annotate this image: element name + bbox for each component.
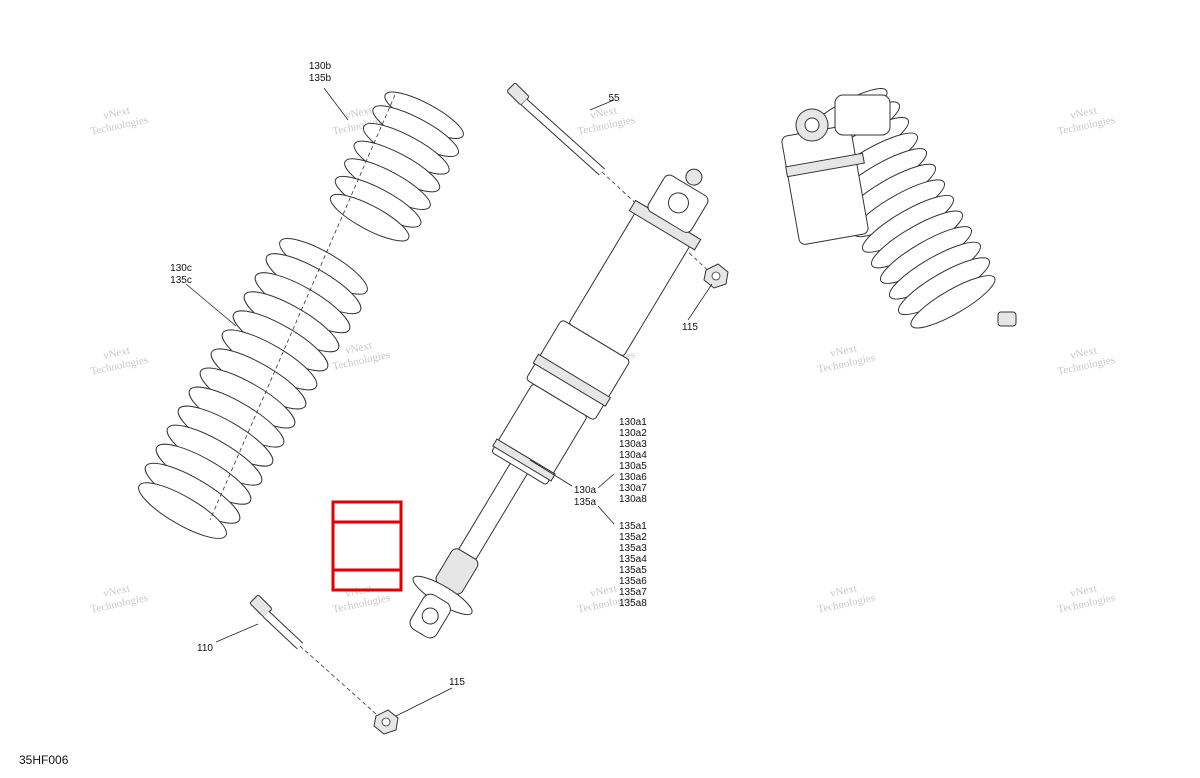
watermark-line-1: vNext — [829, 582, 858, 599]
watermark: vNext Technologies — [89, 104, 149, 137]
watermark-line-1: vNext — [102, 104, 131, 121]
upper-nut — [703, 263, 729, 289]
sub-part-list-135: 135a1 135a2 135a3 135a4 135a5 135a6 135a… — [619, 521, 647, 609]
watermark: vNext Technologies — [1056, 344, 1116, 377]
shock-absorber — [409, 168, 709, 639]
watermark: vNext Technologies — [816, 582, 876, 615]
watermark-line-1: vNext — [344, 339, 373, 356]
callout-label: 130a5 — [619, 461, 647, 472]
watermark-line-1: vNext — [829, 342, 858, 359]
callout-label: 115 — [682, 322, 698, 333]
lower-coil-spring — [138, 238, 368, 539]
callout-label: 130a3 — [619, 439, 647, 450]
callout-label: 135a7 — [619, 587, 647, 598]
upper-mounting-bolt — [507, 83, 606, 176]
lower-nut — [373, 709, 399, 735]
watermark: vNext Technologies — [576, 104, 636, 137]
watermark: vNext Technologies — [89, 344, 149, 377]
sub-part-list-130: 130a1 130a2 130a3 130a4 130a5 130a6 130a… — [619, 417, 647, 505]
assembled-shock-view — [781, 88, 1017, 329]
callout-label: 130a4 — [619, 450, 647, 461]
callout-label: 135a6 — [619, 576, 647, 587]
callout-label: 55 — [608, 93, 620, 104]
callout-label: 135b — [309, 73, 332, 84]
callout-label: 135a — [574, 497, 597, 508]
callout-label: 130b — [309, 61, 332, 72]
callout-label: 130a — [574, 485, 597, 496]
watermark-line-1: vNext — [1069, 344, 1098, 361]
watermark-line-1: vNext — [102, 344, 131, 361]
watermark: vNext Technologies — [331, 582, 391, 615]
watermark: vNext Technologies — [1056, 104, 1116, 137]
watermark-line-1: vNext — [589, 104, 618, 121]
callout-label: 110 — [197, 643, 213, 654]
callout-label: 130c — [170, 263, 192, 274]
callout-label: 135a8 — [619, 598, 647, 609]
callout-label: 130a2 — [619, 428, 647, 439]
upper-coil-spring — [329, 91, 464, 242]
callout-label: 135a3 — [619, 543, 647, 554]
watermark-line-1: vNext — [102, 582, 131, 599]
figure-code: 35HF006 — [19, 753, 69, 767]
watermark-line-1: vNext — [589, 582, 618, 599]
callout-label: 115 — [449, 677, 465, 688]
watermark: vNext Technologies — [1056, 582, 1116, 615]
watermark: vNext Technologies — [816, 342, 876, 375]
watermark-line-1: vNext — [344, 104, 373, 121]
watermark: vNext Technologies — [89, 582, 149, 615]
watermark-line-1: vNext — [1069, 104, 1098, 121]
highlight-box[interactable] — [331, 500, 403, 592]
callout-label: 130a8 — [619, 494, 647, 505]
callout-label: 135a1 — [619, 521, 647, 532]
watermark-line-1: vNext — [1069, 582, 1098, 599]
spring-axis-line — [209, 94, 396, 521]
lower-bolt-axis — [299, 645, 386, 723]
leader-lines — [185, 87, 713, 717]
callout-label: 135a4 — [619, 554, 647, 565]
callout-label: 130a7 — [619, 483, 647, 494]
callout-label: 135a2 — [619, 532, 647, 543]
callout-label: 130a1 — [619, 417, 647, 428]
upper-bolt-axis — [601, 171, 715, 277]
lower-mounting-bolt — [250, 595, 304, 650]
callout-label: 135a5 — [619, 565, 647, 576]
callout-label: 130a6 — [619, 472, 647, 483]
callout-label: 135c — [170, 275, 192, 286]
